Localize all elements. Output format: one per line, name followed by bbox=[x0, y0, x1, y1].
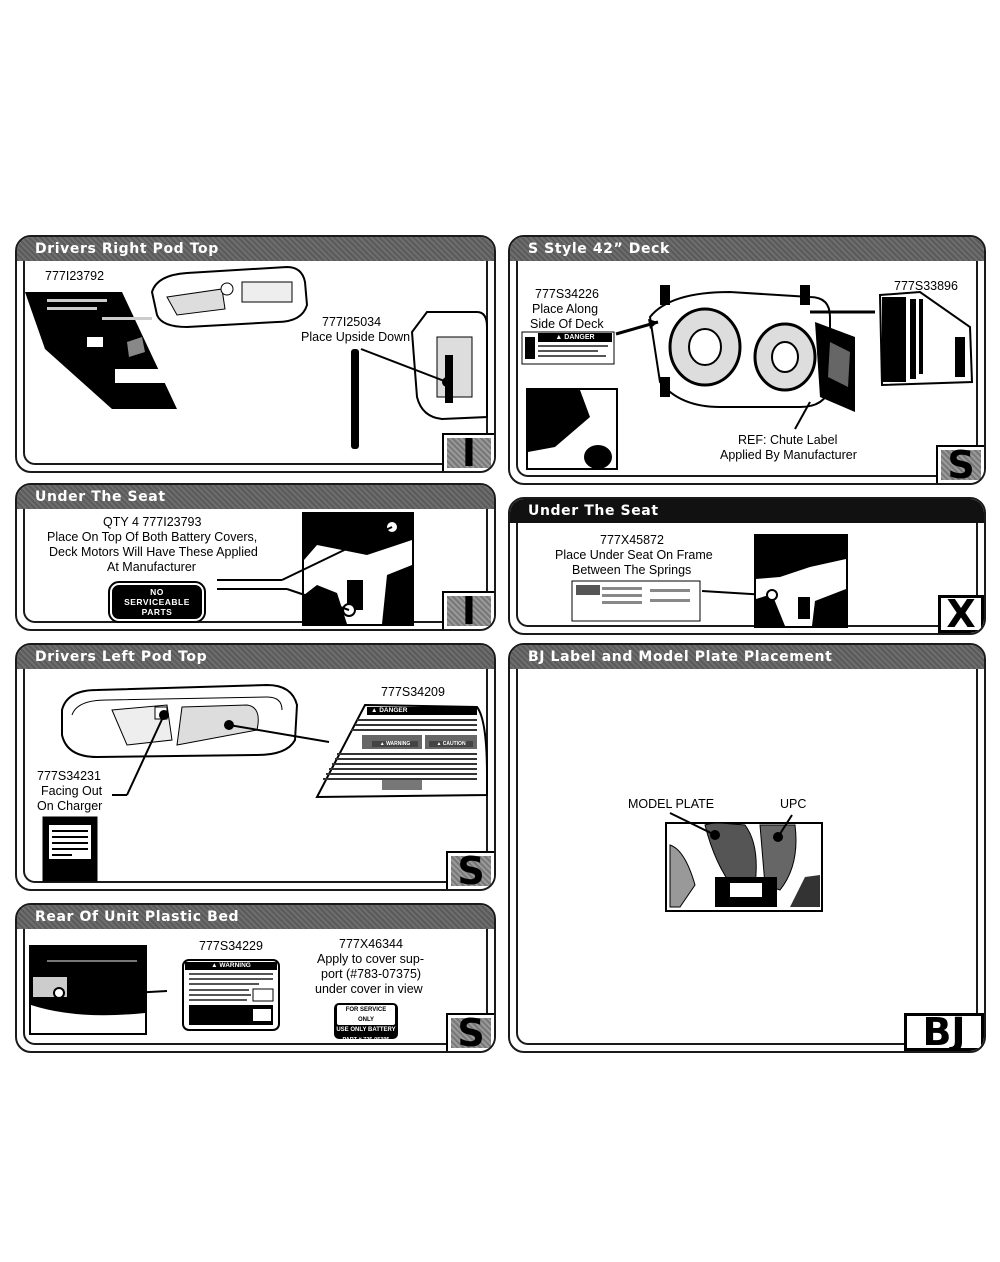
warning-label: ▲ WARNING bbox=[185, 962, 277, 970]
section-code-badge: X bbox=[938, 595, 984, 633]
panel-under-the-seat-i: Under The Seat QTY 4 777I23793 Place On … bbox=[15, 483, 496, 631]
section-code: S bbox=[457, 849, 485, 891]
no-serviceable-parts-label: NO SERVICEABLE PARTS bbox=[108, 581, 206, 623]
danger-label: ▲ DANGER bbox=[538, 333, 612, 342]
part-number-777i23792: 777I23792 bbox=[45, 269, 105, 283]
under-seat-photo bbox=[217, 512, 414, 626]
placement-note-line2: Side Of Deck bbox=[530, 317, 604, 331]
section-code: S bbox=[457, 1011, 485, 1053]
panel-frame bbox=[23, 509, 488, 623]
section-code: I bbox=[461, 431, 477, 473]
panel-frame bbox=[516, 261, 978, 477]
section-code-badge: S bbox=[446, 1011, 494, 1053]
placement-note-line1: Place On Top Of Both Battery Covers, bbox=[47, 530, 258, 544]
placement-note-line2: port (#783-07375) bbox=[321, 967, 422, 981]
placement-note: Place Upside Down bbox=[301, 330, 411, 344]
part-number-777i25034: 777I25034 bbox=[322, 315, 382, 329]
under-seat-frame-photo bbox=[571, 534, 848, 628]
part-number-777s34226: 777S34226 bbox=[535, 287, 599, 301]
service-line3: PART # 725-05395 bbox=[342, 1037, 390, 1043]
panel-title: BJ Label and Model Plate Placement bbox=[510, 645, 984, 669]
panel-drivers-right-pod-top: Drivers Right Pod Top 777I23792 777I2503… bbox=[15, 235, 496, 473]
quantity-note: QTY 4 777I23793 bbox=[103, 515, 202, 529]
warning-label: ▲ WARNING bbox=[372, 741, 418, 747]
section-code: S bbox=[947, 443, 975, 485]
panel-s-style-deck: S Style 42” Deck 777S34226 Place Along S… bbox=[508, 235, 986, 485]
model-plate-callout: MODEL PLATE bbox=[628, 797, 715, 811]
left-pod-illustration bbox=[42, 683, 488, 882]
panel-bj-label-placement: BJ Label and Model Plate Placement MODEL… bbox=[508, 643, 986, 1053]
panel-title: S Style 42” Deck bbox=[510, 237, 984, 261]
placement-note-line1: Facing Out bbox=[41, 784, 103, 798]
panel-title: Under The Seat bbox=[17, 485, 494, 509]
placement-note-line2: On Charger bbox=[37, 799, 103, 813]
service-line1: FOR SERVICE ONLY bbox=[337, 1005, 395, 1025]
battery-service-label: FOR SERVICE ONLY USE ONLY BATTERY PART #… bbox=[334, 1003, 398, 1043]
placement-note-line3: under cover in view bbox=[315, 982, 423, 996]
label-line1: NO SERVICEABLE bbox=[124, 587, 190, 607]
panel-drivers-left-pod-top: Drivers Left Pod Top 777S34209 777S34231… bbox=[15, 643, 496, 891]
panel-rear-of-unit-plastic-bed: Rear Of Unit Plastic Bed 777S34229 777X4… bbox=[15, 903, 496, 1053]
panel-title: Drivers Right Pod Top bbox=[17, 237, 494, 261]
section-code: I bbox=[461, 589, 477, 631]
panel-title: Drivers Left Pod Top bbox=[17, 645, 494, 669]
section-code-badge: S bbox=[936, 443, 984, 485]
part-number-777x45872: 777X45872 bbox=[600, 533, 664, 547]
placement-note-line3: At Manufacturer bbox=[107, 560, 196, 574]
upc-callout: UPC bbox=[780, 797, 807, 811]
danger-label: ▲ DANGER bbox=[367, 707, 477, 715]
panel-under-the-seat-x: Under The Seat 777X45872 Place Under Sea… bbox=[508, 497, 986, 635]
placement-note-line1: Apply to cover sup- bbox=[317, 952, 424, 966]
section-code-badge: I bbox=[442, 431, 494, 473]
seat-back-illustration bbox=[665, 812, 823, 912]
panel-frame bbox=[516, 523, 978, 627]
right-pod-illustration bbox=[25, 265, 488, 449]
panel-frame bbox=[516, 669, 978, 1045]
deck-illustration bbox=[521, 285, 974, 470]
panel-frame bbox=[23, 929, 488, 1045]
section-code-badge: I bbox=[442, 589, 494, 631]
caution-label: ▲ CAUTION bbox=[429, 741, 473, 747]
section-code: BJ bbox=[922, 1010, 966, 1053]
placement-note-line1: Place Along bbox=[532, 302, 599, 316]
service-line2: USE ONLY BATTERY bbox=[336, 1027, 396, 1033]
part-number-777s34231: 777S34231 bbox=[37, 769, 101, 783]
ref-note-line2: Applied By Manufacturer bbox=[720, 448, 857, 462]
part-number-777x46344: 777X46344 bbox=[339, 937, 403, 951]
section-code-badge: S bbox=[446, 849, 494, 891]
part-number-777s34229: 777S34229 bbox=[199, 939, 263, 953]
rear-bed-illustration bbox=[29, 945, 280, 1035]
placement-note-line1: Place Under Seat On Frame bbox=[555, 548, 713, 562]
panel-title: Under The Seat bbox=[510, 499, 984, 523]
placement-note-line2: Between The Springs bbox=[572, 563, 692, 577]
section-code: X bbox=[946, 592, 976, 635]
ref-note-line1: REF: Chute Label bbox=[738, 433, 838, 447]
placement-note-line2: Deck Motors Will Have These Applied bbox=[49, 545, 258, 559]
part-number-777s33896: 777S33896 bbox=[894, 279, 958, 293]
panel-title: Rear Of Unit Plastic Bed bbox=[17, 905, 494, 929]
part-number-777s34209: 777S34209 bbox=[381, 685, 445, 699]
section-code-badge: BJ bbox=[904, 1013, 984, 1051]
label-line2: PARTS bbox=[141, 607, 173, 617]
